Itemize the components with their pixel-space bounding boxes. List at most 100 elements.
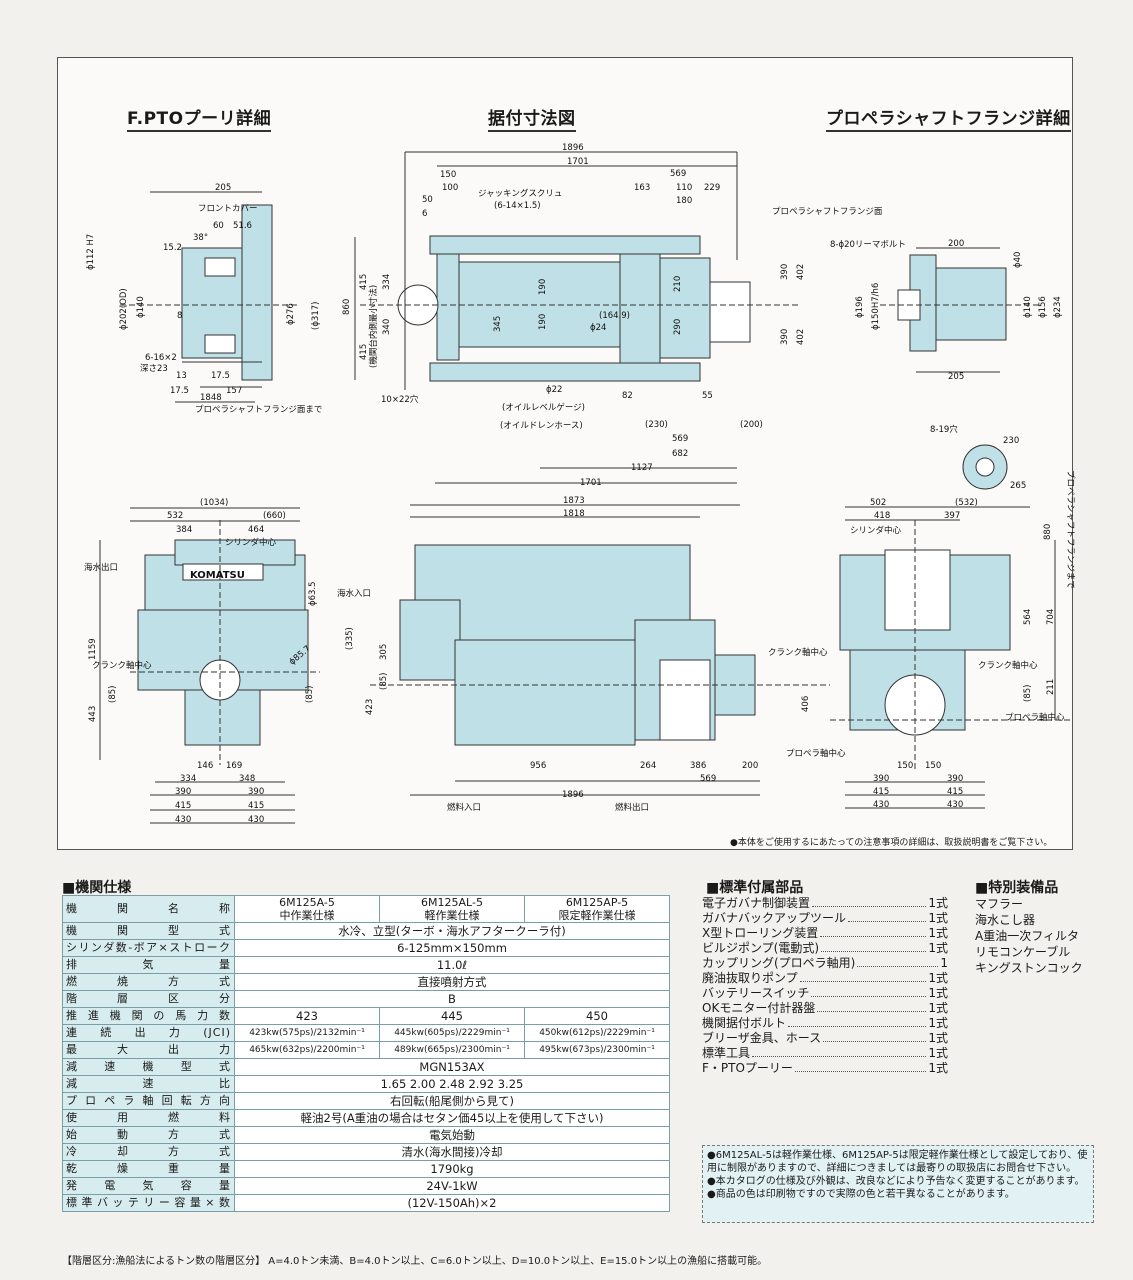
dim-label: 402 — [796, 329, 806, 345]
dim-label: 55 — [702, 391, 713, 401]
leader-dots — [794, 1061, 927, 1072]
list-item: 電子ガバナ制御装置 1式 — [702, 896, 948, 911]
dim-label: 682 — [672, 449, 688, 459]
dim-label: 205 — [215, 183, 231, 193]
accessory-name: 電子ガバナ制御装置 — [702, 896, 811, 910]
flange-drawing — [880, 247, 1040, 490]
accessory-qty: 1式 — [928, 896, 948, 910]
spec-label: 機関型式 — [62, 922, 235, 940]
spec-value: 450 — [524, 1007, 670, 1025]
dim-label: (85) — [379, 673, 389, 690]
dim-label: 200 — [948, 239, 964, 249]
accessory-qty: 1式 — [928, 1001, 948, 1015]
flange-vertical-label: プロペラシャフトフランジまで — [1065, 470, 1075, 589]
dim-label: 200 — [742, 761, 758, 771]
dim-label: (660) — [263, 511, 286, 521]
spec-value: 軽油2号(A重油の場合はセタン価45以上を使用して下さい) — [234, 1109, 670, 1127]
accessory-name: ブリーザ金具、ホース — [702, 1031, 822, 1045]
sea-outlet-label: 海水出口 — [84, 562, 118, 573]
dim-label: 190 — [538, 279, 548, 295]
accessory-name: F・PTOプーリー — [702, 1061, 793, 1075]
spec-value: 清水(海水間接)冷却 — [234, 1143, 670, 1161]
dim-label: 415 — [947, 787, 963, 797]
dim-label: (335) — [345, 627, 355, 650]
technical-drawings: 205 フロントカバー 60 51.6 38° 15.2 ϕ112 H7 ϕ20… — [84, 143, 1075, 825]
dim-label: 406 — [801, 696, 811, 712]
dim-label: 110 — [676, 183, 692, 193]
dim-label: 150 — [440, 170, 456, 180]
dim-label: 6 — [422, 209, 427, 219]
dim-label: 390 — [780, 264, 790, 280]
dim-label: 290 — [673, 319, 683, 335]
spec-value: 6-125mm×150mm — [234, 939, 670, 957]
list-item: マフラー — [975, 897, 1024, 911]
accessory-name: ビルジポンプ(電動式) — [702, 941, 820, 955]
dim-label: 569 — [670, 169, 686, 179]
accessory-name: OKモニター付計器盤 — [702, 1001, 816, 1015]
spec-value: 11.0ℓ — [234, 956, 670, 974]
dim-label: 430 — [248, 815, 264, 825]
spec-label: 階層区分 — [62, 990, 235, 1008]
footer-note: 【階層区分:漁船法によるトン数の階層区分】 A=4.0トン未満、B=4.0トン以… — [62, 1256, 768, 1267]
dim-label: 340 — [382, 319, 392, 335]
sea-inlet-label: 海水入口 — [337, 588, 371, 599]
spec-label: 乾燥重量 — [62, 1160, 235, 1178]
spec-value: 1790kg — [234, 1160, 670, 1178]
accessory-name: バッテリースイッチ — [702, 986, 810, 1000]
dim-label: 13 — [176, 371, 187, 381]
list-item: 海水こし器 — [975, 913, 1036, 927]
dim-label: (ϕ317) — [311, 302, 321, 330]
accessory-qty: 1式 — [928, 926, 948, 940]
accessory-qty: 1式 — [928, 911, 948, 925]
depth-label: 深さ23 — [140, 364, 168, 374]
dim-label: 60 — [213, 221, 224, 231]
dim-label: 205 — [948, 372, 964, 382]
dim-label: 1896 — [562, 790, 584, 800]
dim-label: (1034) — [200, 498, 228, 508]
dim-label: 415 — [873, 787, 889, 797]
dim-label: 264 — [640, 761, 656, 771]
bolt-holes-label: 10×22穴 — [381, 394, 419, 405]
spec-label: 減速比 — [62, 1075, 235, 1093]
jacking-screw-label: ジャッキングスクリュ — [478, 188, 562, 199]
dim-label: (230) — [645, 420, 668, 430]
dim-label: 345 — [493, 316, 503, 332]
fuel-outlet-label: 燃料出口 — [615, 802, 649, 813]
front-cover-label: フロントカバー — [198, 204, 258, 214]
dim-label: 423 — [365, 699, 375, 715]
spec-label: 燃焼方式 — [62, 973, 235, 991]
list-item: A重油一次フィルタ — [975, 929, 1079, 943]
spec-heading: ■機関仕様 — [62, 880, 132, 896]
dim-label: ϕ40 — [1013, 252, 1023, 268]
mounting-plan-drawing — [354, 151, 800, 484]
leader-dots — [811, 986, 927, 997]
front-view-drawing — [99, 507, 320, 824]
dim-label: 334 — [382, 274, 392, 290]
spec-label: 標準バッテリー容量×数 — [62, 1194, 235, 1212]
spec-label: シリンダ数-ボア×ストローク — [62, 939, 235, 957]
list-item: バッテリースイッチ 1式 — [702, 986, 948, 1001]
accessory-name: 標準工具 — [702, 1046, 751, 1060]
dim-label: 169 — [226, 761, 242, 771]
dim-label: 1701 — [580, 478, 602, 488]
list-item: OKモニター付計器盤 1式 — [702, 1001, 948, 1016]
dim-label: 50 — [422, 195, 433, 205]
spec-value: 489kw(665ps)/2300min⁻¹ — [379, 1041, 525, 1059]
list-item: ビルジポンプ(電動式)1式 — [702, 941, 948, 956]
spec-label: 推進機関の馬力数 — [62, 1007, 235, 1025]
mounting-dimension-title: 据付寸法図 — [488, 104, 576, 132]
dim-label: 1873 — [563, 496, 585, 506]
dim-label: 402 — [796, 264, 806, 280]
pulley-detail-title: F.PTOプーリ詳細 — [127, 104, 272, 132]
accessory-qty: 1式 — [928, 986, 948, 1000]
dim-label: ϕ63.5 — [308, 581, 318, 606]
dim-label: 390 — [248, 787, 264, 797]
dim-label: 150 — [897, 761, 913, 771]
dim-label: ϕ150H7/h6 — [871, 283, 881, 330]
spec-value: 445 — [379, 1007, 525, 1025]
dim-label: 38° — [193, 233, 208, 243]
dim-label: 1159 — [88, 638, 98, 660]
side-view-drawing — [370, 504, 830, 796]
